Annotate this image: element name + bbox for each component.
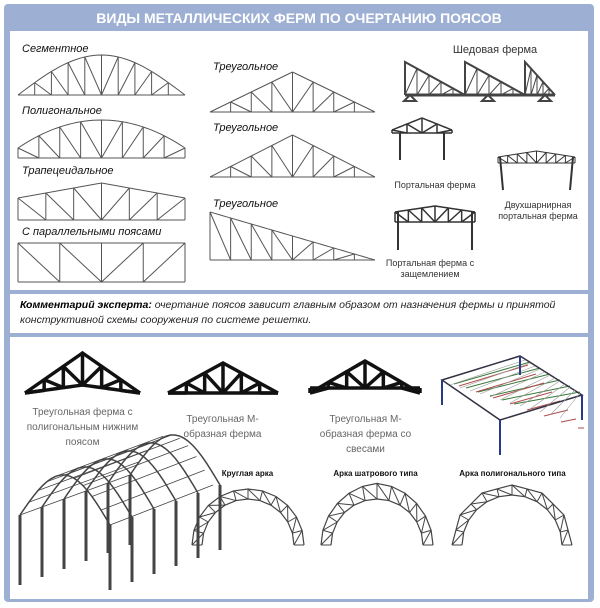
portal-truss: [399, 133, 445, 160]
label-trapezoidal: Трапецеидальное: [22, 165, 114, 177]
label-segment: Сегментное: [22, 43, 89, 55]
black-truss-polygonal: [24, 350, 141, 395]
label-portal-truss: Портальная ферма: [394, 180, 476, 190]
label-triangular-3: Треугольное: [213, 198, 279, 210]
two-hinged-truss-roof: [497, 150, 576, 164]
portal-fixed-truss-roof: [394, 205, 476, 223]
label-two-hinged-truss: Двухшарнирная портальная ферма: [498, 200, 578, 221]
label-shed-truss: Шедовая ферма: [452, 44, 538, 56]
label-tent-arch: Арка шатрового типа: [333, 469, 418, 478]
round-arch: [191, 488, 305, 546]
spatial-frame-3d: [440, 355, 584, 455]
arcade-canopy-3d: [18, 434, 222, 590]
expert-comment-panel: Комментарий эксперта: очертание поясов з…: [10, 294, 588, 333]
trapezoidal-truss: [17, 182, 186, 221]
comment-text: очертание поясов зависит главным образом…: [20, 299, 556, 326]
page-title: ВИДЫ МЕТАЛЛИЧЕСКИХ ФЕРМ ПО ОЧЕРТАНИЮ ПОЯ…: [96, 10, 502, 26]
label-round-arch: Круглая арка: [221, 469, 274, 478]
label-truss-polygonal-bottom: Треугольная ферма с полигональным нижним…: [26, 407, 139, 448]
triangular-truss-1: [209, 71, 376, 113]
label-truss-m-shaped: Треугольная М-образная ферма: [183, 414, 262, 440]
label-portal-fixed-truss: Портальная ферма с защемлением: [385, 258, 475, 279]
comment-label: Комментарий эксперта:: [20, 299, 152, 311]
triangular-truss-2: [209, 134, 376, 178]
black-truss-m-overhang: [308, 358, 422, 395]
chord-types-panel: [10, 31, 588, 290]
label-polygonal: Полигональное: [22, 105, 102, 117]
label-polygonal-arch: Арка полигонального типа: [459, 469, 566, 478]
parallel-truss: [17, 242, 186, 283]
portal-truss-roof: [391, 117, 453, 134]
tent-arch: [320, 482, 434, 546]
label-truss-m-shaped-overhang: Треугольная М-образная ферма со свесами: [319, 414, 412, 455]
expert-comment: Комментарий эксперта: очертание поясов з…: [20, 298, 580, 328]
segment-truss: [17, 54, 186, 96]
portal-fixed-truss: [397, 212, 473, 250]
triangular-truss-3: [209, 211, 376, 261]
shed-truss: [401, 59, 556, 102]
label-triangular-1: Треугольное: [213, 61, 279, 73]
label-parallel: С параллельными поясами: [22, 226, 162, 238]
polygonal-arch: [451, 484, 573, 546]
polygonal-truss: [17, 119, 186, 159]
label-triangular-2: Треугольное: [213, 122, 279, 134]
black-truss-m-shaped: [167, 361, 279, 395]
